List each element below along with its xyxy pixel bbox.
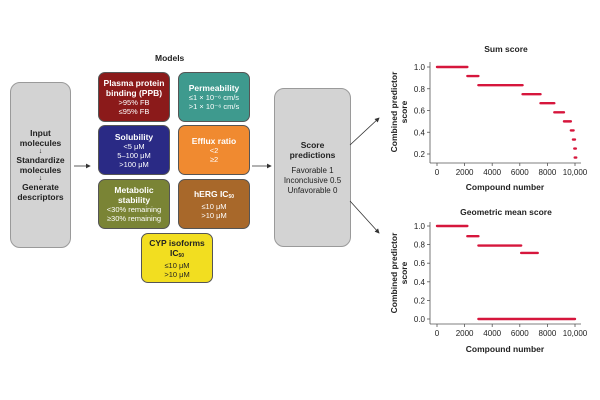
model-title: Efflux ratio: [191, 136, 237, 146]
model-solubility: Solubility <5 μM 5–100 μM >100 μM: [98, 125, 170, 175]
arrow-score-to-geomean: [349, 200, 380, 234]
model-line: <5 μM: [123, 141, 145, 151]
y-tick-label: 0.4: [414, 278, 426, 287]
score-line: Favorable 1: [291, 165, 334, 175]
y-tick-label: 0.2: [414, 296, 426, 305]
x-tick-label: 0: [435, 329, 440, 338]
x-tick-label: 4000: [483, 329, 501, 338]
model-cyp-isoforms: CYP isoforms IC50 ≤10 μM >10 μM: [141, 233, 213, 283]
model-line: <2: [209, 146, 219, 155]
x-tick-label: 8000: [539, 329, 557, 338]
x-tick-label: 10,000: [563, 329, 588, 338]
x-tick-label: 2000: [456, 329, 474, 338]
model-line: ≤1 × 10⁻⁶ cm/s: [188, 93, 240, 102]
model-title: Plasma protein binding (PPB): [103, 78, 165, 98]
score-predictions-box: Score predictions Favorable 1 Inconclusi…: [274, 88, 351, 247]
x-tick-label: 6000: [511, 168, 529, 177]
model-line: ≤10 μM: [201, 201, 227, 211]
y-tick-label: 1.0: [414, 63, 426, 72]
input-line: molecules: [19, 138, 62, 148]
model-efflux-ratio: Efflux ratio <2 ≥2: [178, 125, 250, 175]
x-tick-label: 2000: [456, 168, 474, 177]
y-tick-label: 0.8: [414, 241, 426, 250]
input-line: molecules: [19, 165, 62, 175]
input-line: Generate: [22, 182, 59, 192]
model-title-text: IC: [169, 247, 179, 258]
sum-score-chart: Sum score Combined predictor score Compo…: [389, 44, 588, 192]
score-title: Score predictions: [289, 139, 336, 160]
x-tick-label: 4000: [483, 168, 501, 177]
model-metabolic-stability: Metabolic stability <30% remaining ≥30% …: [98, 179, 170, 229]
model-ppb: Plasma protein binding (PPB) >95% FB ≤95…: [98, 72, 170, 122]
model-line: <30% remaining: [106, 205, 162, 214]
y-tick-label: 1.0: [414, 222, 426, 231]
y-tick-label: 0.6: [414, 259, 426, 268]
model-line: ≥2: [209, 155, 219, 164]
model-title: CYP isoforms: [149, 237, 205, 248]
model-title: Permeability: [188, 83, 240, 93]
y-tick-label: 0.4: [414, 128, 426, 137]
input-line: Input: [30, 128, 51, 138]
y-tick-label: 0.0: [414, 315, 426, 324]
model-line: ≤95% FB: [118, 107, 150, 116]
model-title-2: IC50: [170, 248, 184, 261]
model-title-text: hERG IC: [193, 188, 229, 199]
model-title-sub: 50: [178, 252, 185, 259]
x-tick-label: 8000: [539, 168, 557, 177]
chart-title: Geometric mean score: [460, 207, 552, 217]
y-axis-label-2: score: [399, 100, 409, 123]
arrow-score-to-sum: [349, 117, 380, 146]
y-axis-label-line1: Combined predictor: [389, 71, 399, 152]
y-axis-label: Combined predictor: [389, 232, 399, 313]
x-tick-label: 10,000: [563, 168, 588, 177]
model-line: ≤10 μM: [164, 260, 190, 270]
input-line: descriptors: [17, 192, 64, 202]
model-line: ≥30% remaining: [106, 214, 162, 223]
down-arrow-icon: ↓: [38, 175, 43, 182]
score-line: Inconclusive 0.5: [283, 175, 342, 185]
model-permeability: Permeability ≤1 × 10⁻⁶ cm/s >1 × 10⁻⁶ cm…: [178, 72, 250, 122]
model-title: Solubility: [114, 131, 154, 142]
y-axis-label-line2: score: [399, 100, 409, 123]
y-axis-label-line1: Combined predictor: [389, 232, 399, 313]
input-line: Standardize: [16, 155, 65, 165]
x-axis-label: Compound number: [466, 344, 545, 354]
model-line: >95% FB: [118, 98, 150, 107]
y-tick-label: 0.6: [414, 107, 426, 116]
model-line: 5–100 μM: [117, 150, 151, 160]
y-tick-label: 0.8: [414, 85, 426, 94]
x-tick-label: 6000: [511, 329, 529, 338]
model-title: hERG IC50: [194, 189, 234, 202]
model-line: >10 μM: [164, 269, 190, 279]
x-tick-label: 0: [435, 168, 440, 177]
model-title: Metabolic stability: [114, 185, 154, 205]
geometric-mean-chart: Geometric mean score Combined predictor …: [389, 207, 588, 354]
y-axis-label-2: score: [399, 261, 409, 284]
model-title-sub: 50: [228, 193, 235, 200]
input-molecules-box: Input molecules ↓ Standardize molecules …: [10, 82, 71, 248]
models-title: Models: [155, 53, 185, 63]
chart-title: Sum score: [484, 44, 528, 54]
score-line: Unfavorable 0: [287, 185, 338, 195]
x-axis-label: Compound number: [466, 182, 545, 192]
sum-score-plot: 0.2 0.4 0.6 0.8 1.0 0 2000 4000 6000 8000 10,000: [414, 62, 588, 177]
y-axis-label: Combined predictor: [389, 71, 399, 152]
down-arrow-icon: ↓: [38, 148, 43, 155]
model-line: >1 × 10⁻⁶ cm/s: [188, 102, 240, 111]
y-axis-label-line2: score: [399, 261, 409, 284]
model-line: >100 μM: [119, 159, 149, 169]
model-herg: hERG IC50 ≤10 μM >10 μM: [178, 179, 250, 229]
model-line: >10 μM: [201, 210, 227, 220]
geometric-mean-plot: 0.0 0.2 0.4 0.6 0.8 1.0 0 2000 4000 6000 8000 10,00…: [414, 222, 588, 338]
y-tick-label: 0.2: [414, 150, 426, 159]
